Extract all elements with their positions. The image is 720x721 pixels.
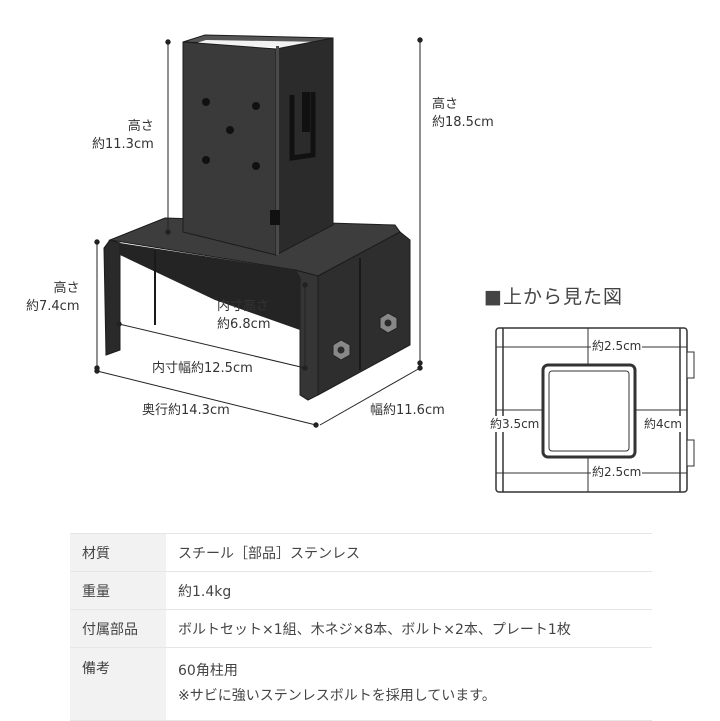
top-view-title: ■上から見た図 (484, 286, 623, 308)
inner-height-label: 内寸高さ 約6.8cm (217, 299, 271, 332)
base-bracket (103, 217, 411, 401)
spec-label: 付属部品 (70, 609, 166, 648)
depth-label: 奥行約14.3cm (142, 403, 230, 418)
spec-value: スチール［部品］ステンレス (166, 533, 652, 572)
spec-row-weight: 重量 約1.4kg (70, 571, 652, 610)
top-gap-label: 約2.5cm (591, 338, 643, 354)
spec-value: 60角柱用 ※サビに強いステンレスボルトを採用しています。 (166, 647, 652, 721)
product-illustration: 高さ 約11.3cm 高さ 約18.5cm 高さ 約7.4cm 内寸高さ 約6.… (26, 34, 695, 493)
spec-row-notes: 備考 60角柱用 ※サビに強いステンレスボルトを採用しています。 (70, 647, 652, 721)
spec-label: 備考 (70, 647, 166, 721)
spec-value: 約1.4kg (166, 571, 652, 610)
post-base-bracket-drawing (94, 34, 695, 493)
total-height-label: 高さ 約18.5cm (432, 97, 494, 130)
post-socket (182, 34, 334, 256)
right-gap-label: 約4cm (643, 416, 683, 432)
top-view-diagram (495, 327, 695, 493)
spec-value: ボルトセット×1組、木ネジ×8本、ボルト×2本、プレート1枚 (166, 609, 652, 648)
spec-row-material: 材質 スチール［部品］ステンレス (70, 533, 652, 572)
spec-label: 材質 (70, 533, 166, 572)
bottom-gap-label: 約2.5cm (591, 464, 643, 480)
bolt-icon (332, 339, 351, 361)
left-gap-label: 約3.5cm (489, 416, 541, 432)
inner-width-label: 内寸幅約12.5cm (152, 361, 253, 376)
base-height-label: 高さ 約7.4cm (26, 281, 80, 314)
spec-label: 重量 (70, 571, 166, 610)
spec-table: 材質 スチール［部品］ステンレス 重量 約1.4kg 付属部品 ボルトセット×1… (70, 533, 652, 721)
bolt-icon (379, 312, 398, 334)
dimension-lines (94, 37, 423, 428)
width-label: 幅約11.6cm (370, 403, 445, 418)
post-height-label: 高さ 約11.3cm (92, 119, 154, 152)
note-line: ※サビに強いステンレスボルトを採用しています。 (178, 688, 496, 704)
note-line: 60角柱用 (178, 663, 238, 679)
spec-row-accessories: 付属部品 ボルトセット×1組、木ネジ×8本、ボルト×2本、プレート1枚 (70, 609, 652, 648)
